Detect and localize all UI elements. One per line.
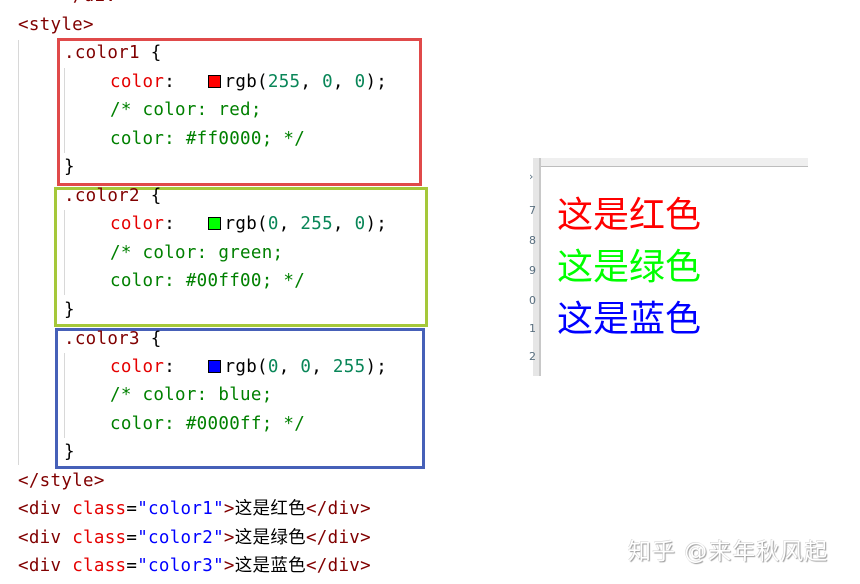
- code-line-partial: </div>: [62, 0, 127, 10]
- line-number: 9: [529, 264, 536, 277]
- code-editor[interactable]: </div> <style> .color1 { color: rgb(255,…: [0, 0, 520, 584]
- preview-toolbar: [541, 158, 808, 167]
- color-swatch-red[interactable]: [207, 75, 221, 88]
- line-number: 1: [529, 322, 536, 335]
- style-close-tag: </style>: [18, 471, 105, 491]
- css-selector: .color3 {: [64, 329, 162, 349]
- preview-text-red: 这是红色: [557, 195, 702, 236]
- highlight-box-red: [57, 38, 422, 186]
- css-declaration: color: rgb(255, 0, 0);: [110, 72, 388, 92]
- color-swatch-blue[interactable]: [207, 360, 221, 373]
- css-comment: color: #00ff00; */: [110, 271, 306, 291]
- css-declaration: color: rgb(0, 0, 255);: [110, 357, 388, 377]
- line-number: 7: [529, 204, 536, 217]
- css-comment: /* color: red;: [110, 100, 262, 120]
- watermark: 知乎 @来年秋风起: [628, 539, 829, 565]
- css-declaration: color: rgb(0, 255, 0);: [110, 214, 388, 234]
- css-comment: color: #ff0000; */: [110, 129, 306, 149]
- line-number: 2: [529, 350, 536, 363]
- browser-preview: › 7 8 9 0 1 2 这是红色 这是绿色 这是蓝色: [529, 158, 808, 376]
- css-comment: /* color: green;: [110, 243, 284, 263]
- highlight-box-green: [54, 187, 428, 327]
- style-open-tag: <style>: [18, 15, 94, 35]
- css-brace-close: }: [64, 157, 75, 177]
- line-number: 8: [529, 234, 536, 247]
- highlight-box-blue: [55, 328, 425, 469]
- chevron-right-icon[interactable]: ›: [529, 170, 534, 183]
- preview-text-blue: 这是蓝色: [557, 299, 702, 340]
- html-div-line: <div class="color3">这是蓝色</div>: [18, 556, 371, 576]
- indent-guide: [64, 68, 65, 153]
- indent-guide: [64, 210, 65, 295]
- html-div-line: <div class="color1">这是红色</div>: [18, 499, 371, 519]
- css-comment: /* color: blue;: [110, 385, 273, 405]
- css-brace-close: }: [64, 442, 75, 462]
- css-selector: .color2 {: [64, 186, 162, 206]
- html-div-line: <div class="color2">这是绿色</div>: [18, 528, 371, 548]
- css-brace-close: }: [64, 300, 75, 320]
- indent-guide: [18, 40, 19, 465]
- line-number: 0: [529, 294, 536, 307]
- color-swatch-green[interactable]: [207, 217, 221, 230]
- preview-text-green: 这是绿色: [557, 247, 702, 288]
- preview-gutter: › 7 8 9 0 1 2: [529, 158, 541, 376]
- indent-guide: [64, 353, 65, 438]
- css-comment: color: #0000ff; */: [110, 414, 306, 434]
- css-selector: .color1 {: [64, 43, 162, 63]
